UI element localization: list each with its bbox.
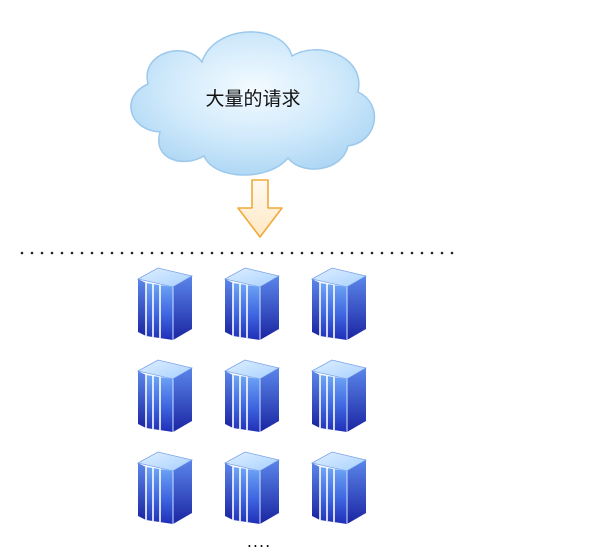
server-icon xyxy=(137,359,193,433)
divider-dot xyxy=(450,251,454,255)
divider-dot xyxy=(120,251,124,255)
divider-dot xyxy=(150,251,154,255)
divider-dot xyxy=(360,251,364,255)
divider-dot xyxy=(370,251,374,255)
divider-dot xyxy=(430,251,434,255)
divider-dot xyxy=(190,251,194,255)
divider-dot xyxy=(130,251,134,255)
divider-dot xyxy=(80,251,84,255)
divider-dot xyxy=(240,251,244,255)
server-icon xyxy=(224,451,280,525)
divider-dot xyxy=(320,251,324,255)
server-icon xyxy=(311,267,367,341)
server-icon xyxy=(311,359,367,433)
divider-dot xyxy=(160,251,164,255)
divider-dot xyxy=(420,251,424,255)
more-servers-ellipsis: .... xyxy=(247,532,271,551)
divider-dot xyxy=(250,251,254,255)
divider-dot xyxy=(410,251,414,255)
divider-dot xyxy=(400,251,404,255)
divider-dot xyxy=(70,251,74,255)
server-icon xyxy=(224,359,280,433)
divider-dot xyxy=(90,251,94,255)
divider-dot xyxy=(260,251,264,255)
server-icon xyxy=(137,451,193,525)
divider-dot xyxy=(440,251,444,255)
server-icon xyxy=(311,451,367,525)
divider-dot xyxy=(180,251,184,255)
divider-dot xyxy=(20,251,24,255)
divider-dot xyxy=(300,251,304,255)
cloud-label: 大量的请求 xyxy=(205,88,300,110)
divider-dot xyxy=(110,251,114,255)
divider-dot xyxy=(390,251,394,255)
server-icon xyxy=(137,267,193,341)
divider-dot xyxy=(200,251,204,255)
divider-dot xyxy=(220,251,224,255)
divider-dot xyxy=(60,251,64,255)
divider-dot xyxy=(140,251,144,255)
divider-dot xyxy=(280,251,284,255)
server-grid xyxy=(137,267,367,525)
divider-dot xyxy=(270,251,274,255)
divider-dot xyxy=(290,251,294,255)
divider-dot xyxy=(330,251,334,255)
divider-dot xyxy=(350,251,354,255)
divider-dot xyxy=(30,251,34,255)
divider-dot xyxy=(230,251,234,255)
dotted-divider xyxy=(20,251,454,255)
divider-dot xyxy=(210,251,214,255)
divider-dot xyxy=(380,251,384,255)
divider-dot xyxy=(310,251,314,255)
down-arrow-icon xyxy=(237,179,283,238)
divider-dot xyxy=(340,251,344,255)
divider-dot xyxy=(40,251,44,255)
divider-dot xyxy=(50,251,54,255)
divider-dot xyxy=(170,251,174,255)
server-icon xyxy=(224,267,280,341)
divider-dot xyxy=(100,251,104,255)
cloud-icon xyxy=(130,31,376,176)
